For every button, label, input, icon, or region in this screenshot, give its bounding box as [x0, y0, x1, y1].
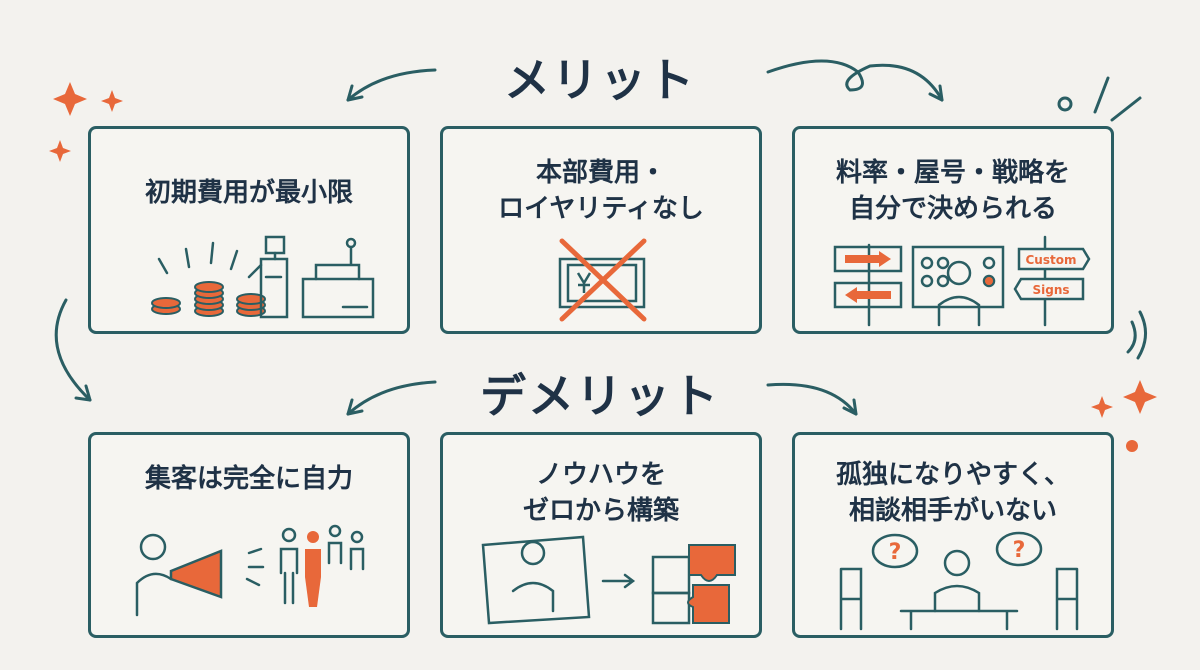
- card-title-line1: 料率・屋号・戦略を: [835, 158, 1070, 188]
- card-title: 集客は完全に自力: [144, 464, 353, 494]
- coins-register-icon: [151, 235, 375, 319]
- alone-at-table-icon: ? ?: [839, 531, 1079, 631]
- puzzle-icon: [481, 535, 736, 625]
- card-title-line2: 相談相手がいない: [848, 496, 1057, 526]
- merit-card-initial-cost: 初期費用が最小限: [88, 126, 410, 334]
- arrow-merit-left-icon: [346, 68, 437, 102]
- demerit-card-customer-acquisition: 集客は完全に自力: [88, 432, 410, 638]
- merit-card-self-decide: 料率・屋号・戦略を 自分で決められる Custom Signs: [792, 126, 1114, 334]
- question-mark-right: ?: [1013, 538, 1026, 563]
- arrow-demerit-right-icon: [766, 382, 858, 416]
- arrow-merit-right-icon: [766, 59, 944, 102]
- card-title: 初期費用が最小限: [144, 178, 353, 208]
- megaphone-crowd-icon: [135, 524, 365, 617]
- demerit-card-isolation: 孤独になりやすく、 相談相手がいない ? ?: [792, 432, 1114, 638]
- arrow-demerit-left-icon: [346, 380, 437, 416]
- demerit-heading: デメリット: [480, 369, 720, 423]
- merit-card-no-royalty: 本部費用・ ロイヤリティなし: [440, 126, 762, 334]
- crossed-banknote-icon: [558, 238, 647, 322]
- card-title-line2: 自分で決められる: [848, 194, 1057, 224]
- card-title-line2: ロイヤリティなし: [498, 194, 704, 224]
- demerit-card-know-how: ノウハウを ゼロから構築: [440, 432, 762, 638]
- decision-control-panel-icon: Custom Signs: [833, 235, 1091, 327]
- card-title-line1: 孤独になりやすく、: [835, 460, 1070, 490]
- arrow-left-side-icon: [54, 298, 92, 402]
- sign-custom-label: Custom: [1026, 253, 1077, 267]
- question-mark-left: ?: [889, 540, 902, 565]
- sparkle-icon: [49, 82, 1157, 452]
- card-title-line2: ゼロから構築: [522, 496, 679, 526]
- sign-signs-label: Signs: [1032, 283, 1069, 297]
- card-title-line1: 本部費用・: [535, 158, 666, 188]
- merit-heading: メリット: [504, 53, 696, 107]
- card-title-line1: ノウハウを: [535, 460, 666, 490]
